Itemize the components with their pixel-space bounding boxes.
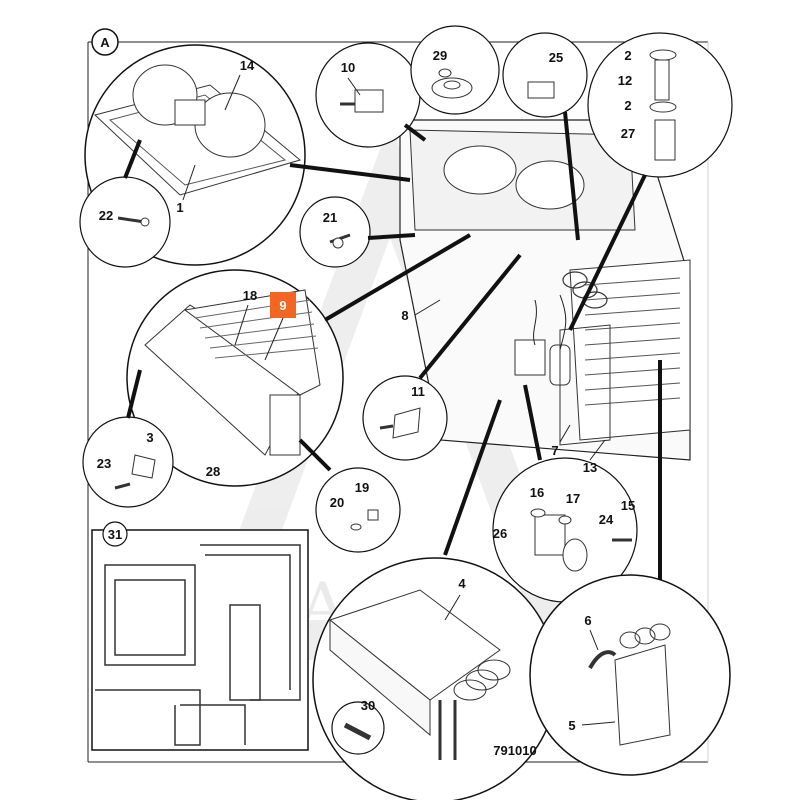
callout-24: 24 xyxy=(599,512,614,527)
callout-27: 27 xyxy=(621,126,635,141)
callout-16: 16 xyxy=(530,485,544,500)
detail-connector-10 xyxy=(315,42,421,148)
callout-29: 29 xyxy=(433,48,447,63)
callout-25: 25 xyxy=(549,50,563,65)
detail-valve xyxy=(492,457,638,603)
detail-bolt-21 xyxy=(299,196,371,268)
view-label-text: A xyxy=(100,35,110,50)
callout-15: 15 xyxy=(621,498,635,513)
detail-bolt-22 xyxy=(79,176,171,268)
callout-4: 4 xyxy=(458,576,466,591)
main-heater-assembly xyxy=(399,119,691,461)
callout-20: 20 xyxy=(330,495,344,510)
callout-28: 28 xyxy=(206,464,220,479)
callout-3: 3 xyxy=(146,430,153,445)
view-label: A xyxy=(91,28,119,56)
detail-hose-assembly xyxy=(587,32,733,178)
detail-gasket-box-31 xyxy=(91,529,309,751)
callout-31: 31 xyxy=(108,527,122,542)
callout-8: 8 xyxy=(401,308,408,323)
part-callouts: 14 1 22 10 29 25 2 12 2 27 21 18 9 8 11 … xyxy=(97,48,635,758)
callout-18: 18 xyxy=(243,288,257,303)
callout-31-circle xyxy=(102,521,128,547)
callout-23: 23 xyxy=(97,456,111,471)
callout-6: 6 xyxy=(584,613,591,628)
callout-9-highlight xyxy=(270,292,296,318)
callout-17: 17 xyxy=(566,491,580,506)
drawing-number: 791010 xyxy=(493,743,536,758)
detail-washer-29 xyxy=(410,25,500,115)
callout-12: 12 xyxy=(618,73,632,88)
callout-2-top: 2 xyxy=(624,48,631,63)
callout-19: 19 xyxy=(355,480,369,495)
callout-2-bottom: 2 xyxy=(624,98,631,113)
detail-small-parts-19-20 xyxy=(315,467,401,553)
callout-14: 14 xyxy=(240,58,255,73)
callout-21: 21 xyxy=(323,210,337,225)
callout-7: 7 xyxy=(551,443,558,458)
detail-clip-25 xyxy=(502,32,588,118)
detail-heater-core xyxy=(529,574,731,776)
callout-1: 1 xyxy=(176,200,183,215)
callout-22: 22 xyxy=(99,208,113,223)
callout-11: 11 xyxy=(411,384,425,399)
callout-26: 26 xyxy=(493,526,507,541)
detail-filter-housing xyxy=(126,269,344,487)
callout-30: 30 xyxy=(361,698,375,713)
callout-5: 5 xyxy=(568,718,575,733)
detail-evaporator xyxy=(312,557,558,800)
callout-13: 13 xyxy=(583,460,597,475)
detail-bracket-11 xyxy=(362,375,448,461)
callout-9: 9 xyxy=(279,298,286,313)
callout-10: 10 xyxy=(341,60,355,75)
